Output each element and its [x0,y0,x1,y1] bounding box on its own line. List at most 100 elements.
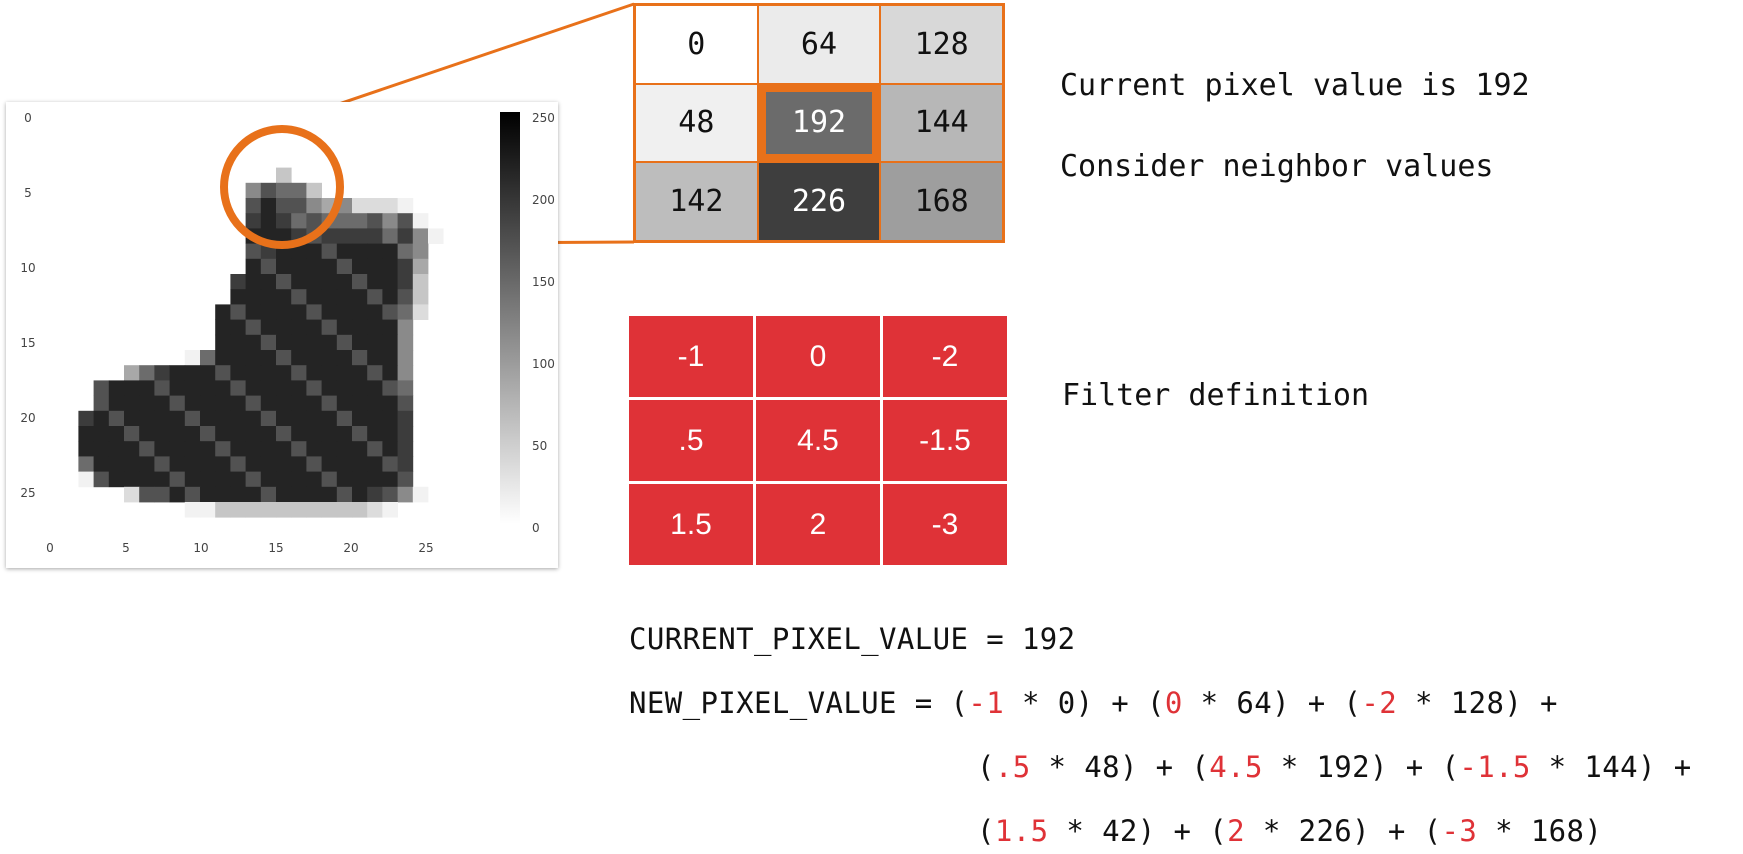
pixel [245,365,262,381]
pixel [352,441,368,457]
pixel [367,228,383,244]
pixel [139,380,155,396]
pixel [260,350,277,366]
pixel-cell: 64 [758,6,880,83]
colorbar [500,112,520,524]
pixel [245,228,262,244]
pixel [245,456,262,472]
pixel [291,350,307,366]
y-tick-label: 5 [24,186,32,200]
pixel [321,410,338,427]
pixel [230,319,246,336]
pixel [321,319,338,336]
pixel [397,380,414,396]
pixel [397,289,414,305]
pixel-value: 168 [1530,814,1585,848]
pixel [260,182,277,199]
pixel [230,395,246,412]
pixel [124,486,140,503]
pixel [200,350,216,366]
pixel-value: 128 [1450,686,1505,720]
pixel [291,274,307,290]
pixel [306,410,322,427]
x-tick-label: 0 [46,541,54,555]
pixel [169,471,186,488]
pixel [260,334,277,351]
pixel [382,350,398,366]
pixel [124,410,140,427]
pixel [397,213,414,229]
pixel [321,304,338,320]
pixel [336,274,353,290]
pixel [367,471,383,488]
pixel [139,441,155,457]
x-tick-label: 10 [193,541,208,555]
pixel [260,380,277,396]
pixel [215,380,231,396]
pixel [215,319,231,336]
y-tick-label: 15 [20,336,35,350]
pixel [291,502,307,518]
pixel [260,304,277,320]
pixel [291,304,307,320]
pixel [382,426,398,442]
pixel [352,365,368,381]
pixel [352,198,368,214]
pixel [260,243,277,260]
pixel [108,380,125,396]
filter-cell: .5 [629,400,753,481]
pixel [215,334,231,351]
pixel [124,471,140,488]
pixel [108,471,125,488]
pixel [306,334,322,351]
pixel [306,182,322,199]
pixel [367,350,383,366]
pixel [276,304,292,320]
pixel [382,243,398,260]
pixel [306,228,322,244]
pixel [260,228,277,244]
pixel [276,182,292,199]
pixel [291,289,307,305]
pixel [245,334,262,351]
pixel [321,441,338,457]
pixel [230,274,246,290]
pixel [382,274,398,290]
pixel [230,471,246,488]
pixel [291,243,307,260]
pixel [184,471,201,488]
pixel [382,258,398,275]
filter-weight: 0 [1164,686,1183,720]
colorbar-tick-label: 200 [532,193,555,207]
pixel [397,410,414,427]
pixel-value: 0 [1057,686,1076,720]
pixel [306,456,322,472]
pixel [184,441,201,457]
pixel [382,304,398,320]
pixel [367,319,383,336]
colorbar-tick-label: 0 [532,521,540,535]
filter-cell: -1 [629,316,753,397]
pixel [306,213,322,229]
pixel [428,228,444,244]
pixel [367,258,383,275]
pixel [108,426,125,442]
pixel [260,456,277,472]
pixel [397,258,414,275]
pixel [397,486,414,503]
pixel [154,410,170,427]
pixel [336,380,353,396]
pixel [124,426,140,442]
pixel [397,304,414,320]
pixel [154,395,170,412]
pixel [154,441,170,457]
pixel [154,380,170,396]
pixel [291,441,307,457]
x-tick-label: 5 [122,541,130,555]
pixel [215,486,231,503]
pixel [276,350,292,366]
pixel [260,213,277,229]
pixel [336,304,353,320]
pixel [291,471,307,488]
pixel [200,441,216,457]
